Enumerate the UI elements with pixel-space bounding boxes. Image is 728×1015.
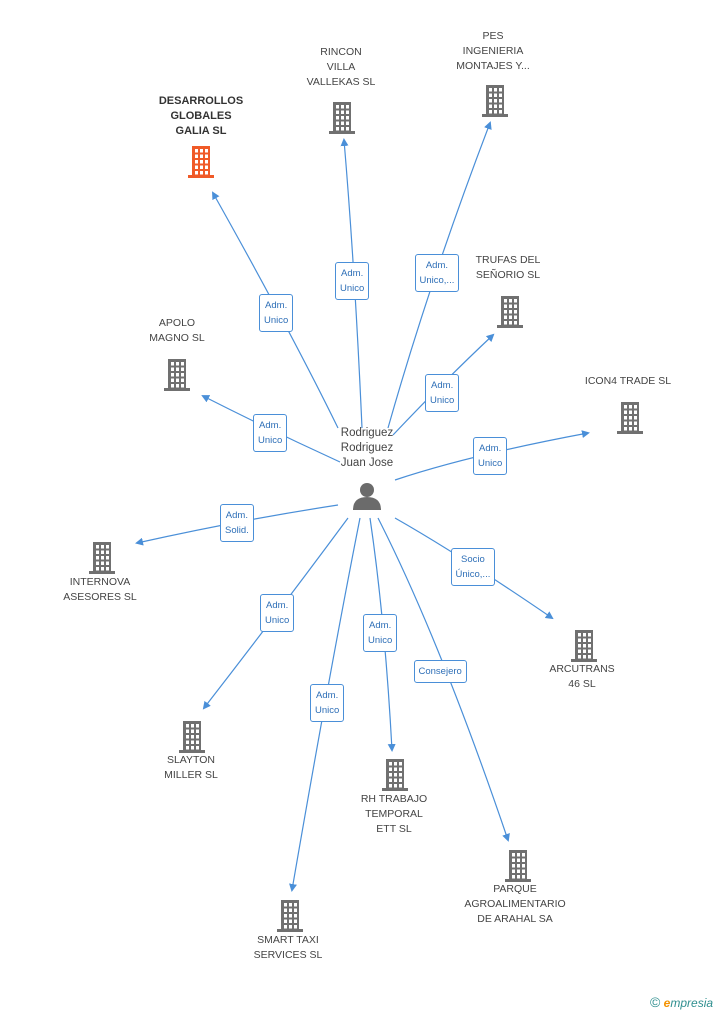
- empresia-logo[interactable]: © empresia: [650, 994, 713, 1010]
- edge-label-smart[interactable]: Adm. Unico: [310, 684, 345, 722]
- edge-label-parque[interactable]: Consejero: [413, 659, 467, 683]
- edge-label-slayton[interactable]: Adm. Unico: [260, 594, 295, 632]
- edge-label-internova[interactable]: Adm. Solid.: [220, 504, 254, 542]
- building-icon[interactable]: [89, 542, 115, 574]
- company-label-smart[interactable]: SMART TAXI SERVICES SL: [253, 934, 323, 961]
- building-icon[interactable]: [617, 402, 643, 434]
- edge-label-desarrollos[interactable]: Adm. Unico: [259, 294, 294, 332]
- building-icon[interactable]: [497, 296, 523, 328]
- copyright-symbol: ©: [650, 994, 661, 1010]
- building-icon[interactable]: [505, 850, 531, 882]
- company-label-slayton[interactable]: SLAYTON MILLER SL: [164, 754, 218, 781]
- edge-label-arcutrans[interactable]: Socio Único,...: [450, 548, 496, 586]
- brand-initial: e: [663, 996, 671, 1010]
- edge-label-pes[interactable]: Adm. Unico,...: [414, 254, 460, 292]
- company-label-parque[interactable]: PARQUE AGROALIMENTARIO DE ARAHAL SA: [464, 883, 566, 925]
- building-icon[interactable]: [188, 146, 214, 178]
- company-label-rincon[interactable]: RINCON VILLA VALLEKAS SL: [306, 46, 376, 88]
- company-label-apolo[interactable]: APOLO MAGNO SL: [149, 317, 205, 344]
- building-icon[interactable]: [482, 85, 508, 117]
- edge-label-trufas[interactable]: Adm. Unico: [425, 374, 460, 412]
- edge-label-rincon[interactable]: Adm. Unico: [335, 262, 370, 300]
- building-icon[interactable]: [571, 630, 597, 662]
- building-icon[interactable]: [382, 759, 408, 791]
- person-name-label[interactable]: Rodriguez Rodriguez Juan Jose: [340, 427, 394, 469]
- company-label-pes[interactable]: PES INGENIERIA MONTAJES Y...: [456, 30, 530, 72]
- person-icon[interactable]: [353, 483, 381, 510]
- building-icon[interactable]: [179, 721, 205, 753]
- company-label-rh[interactable]: RH TRABAJO TEMPORAL ETT SL: [360, 793, 428, 835]
- edge-label-apolo[interactable]: Adm. Unico: [253, 414, 288, 452]
- company-label-arcutrans[interactable]: ARCUTRANS 46 SL: [549, 663, 615, 690]
- building-icon[interactable]: [277, 900, 303, 932]
- company-label-internova[interactable]: INTERNOVA ASESORES SL: [63, 576, 137, 603]
- company-label-trufas[interactable]: TRUFAS DEL SEÑORIO SL: [475, 254, 541, 281]
- brand-name: mpresia: [670, 996, 714, 1010]
- edge-label-rh[interactable]: Adm. Unico: [363, 614, 398, 652]
- company-label-desarrollos[interactable]: DESARROLLOS GLOBALES GALIA SL: [158, 95, 244, 137]
- building-icon[interactable]: [164, 359, 190, 391]
- building-icon[interactable]: [329, 102, 355, 134]
- company-label-icon4[interactable]: ICON4 TRADE SL: [584, 375, 672, 387]
- edge-label-icon4[interactable]: Adm. Unico: [473, 437, 508, 475]
